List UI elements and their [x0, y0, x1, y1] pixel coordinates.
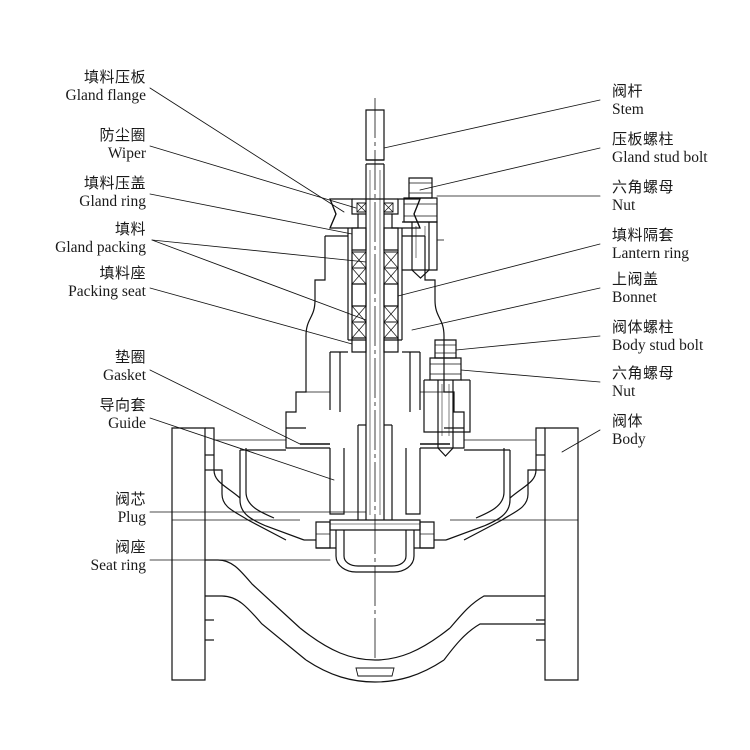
seat-ring: [304, 521, 446, 549]
label-body-stud-bolt-en: Body stud bolt: [612, 336, 704, 354]
wiper-ring: [356, 202, 394, 213]
label-lantern-ring-cn: 填料隔套: [612, 228, 675, 244]
label-nut-body-cn: 六角螺母: [612, 366, 675, 382]
label-guide-en: Guide: [108, 414, 146, 432]
label-gland-ring-en: Gland ring: [79, 192, 146, 210]
label-seat-ring-en: Seat ring: [90, 556, 146, 574]
label-plug: 阀芯 Plug: [44, 492, 146, 526]
label-gasket: 垫圈 Gasket: [44, 350, 146, 384]
label-lantern-ring-en: Lantern ring: [612, 244, 690, 262]
label-nut-gland: 六角螺母 Nut: [612, 180, 674, 214]
leader-lines-left: [149, 87, 367, 561]
body-bonnet-joint: [423, 379, 471, 433]
label-seat-ring-cn: 阀座: [114, 540, 146, 556]
label-plug-cn: 阀芯: [114, 492, 146, 508]
label-packing-seat-en: Packing seat: [68, 282, 146, 300]
label-body-stud-bolt-cn: 阀体螺柱: [612, 320, 675, 336]
label-guide-cn: 导向套: [99, 398, 146, 414]
label-gland-flange-en: Gland flange: [65, 86, 146, 104]
label-gland-packing: 填料 Gland packing: [20, 222, 146, 256]
label-gland-packing-cn: 填料: [114, 222, 146, 238]
body-stud-bolt: [429, 339, 462, 457]
label-bonnet-en: Bonnet: [612, 288, 657, 306]
leader-lines-right: [383, 99, 601, 453]
gland-bolt-boss: [402, 221, 444, 271]
label-body-cn: 阀体: [612, 414, 644, 430]
label-stem-en: Stem: [612, 100, 644, 118]
label-gland-flange: 填料压板 Gland flange: [34, 70, 146, 104]
label-guide: 导向套 Guide: [44, 398, 146, 432]
label-wiper-en: Wiper: [107, 144, 146, 162]
label-seat-ring: 阀座 Seat ring: [36, 540, 146, 574]
label-wiper-cn: 防尘圈: [99, 128, 146, 144]
lantern-ring: [351, 283, 399, 307]
valve-body: [171, 427, 579, 683]
label-nut-body: 六角螺母 Nut: [612, 366, 674, 400]
label-lantern-ring: 填料隔套 Lantern ring: [612, 228, 689, 262]
label-wiper: 防尘圈 Wiper: [34, 128, 146, 162]
label-nut-gland-en: Nut: [612, 196, 636, 214]
label-gasket-en: Gasket: [102, 366, 146, 384]
label-bonnet: 上阀盖 Bonnet: [612, 272, 659, 306]
label-bonnet-cn: 上阀盖: [612, 272, 659, 288]
label-body-stud-bolt: 阀体螺柱 Body stud bolt: [612, 320, 703, 354]
label-gland-stud-bolt: 压板螺柱 Gland stud bolt: [612, 132, 708, 166]
label-body-en: Body: [612, 430, 646, 448]
label-gland-packing-en: Gland packing: [55, 238, 146, 256]
label-stem: 阀杆 Stem: [612, 84, 644, 118]
label-nut-body-en: Nut: [612, 382, 636, 400]
label-packing-seat-cn: 填料座: [99, 266, 146, 282]
label-plug-en: Plug: [117, 508, 146, 526]
label-gland-stud-bolt-cn: 压板螺柱: [612, 132, 675, 148]
label-nut-gland-cn: 六角螺母: [612, 180, 675, 196]
guide-bushing: [329, 448, 421, 515]
label-gasket-cn: 垫圈: [114, 350, 146, 366]
label-gland-stud-bolt-en: Gland stud bolt: [612, 148, 708, 166]
label-stem-cn: 阀杆: [612, 84, 644, 100]
gland-stud-bolt: [403, 177, 438, 279]
label-packing-seat: 填料座 Packing seat: [24, 266, 146, 300]
label-gland-flange-cn: 填料压板: [83, 70, 146, 86]
label-body: 阀体 Body: [612, 414, 646, 448]
bonnet: [285, 235, 465, 449]
label-gland-ring-cn: 填料压盖: [83, 176, 146, 192]
packing-seat: [351, 337, 399, 353]
label-gland-ring: 填料压盖 Gland ring: [34, 176, 146, 210]
